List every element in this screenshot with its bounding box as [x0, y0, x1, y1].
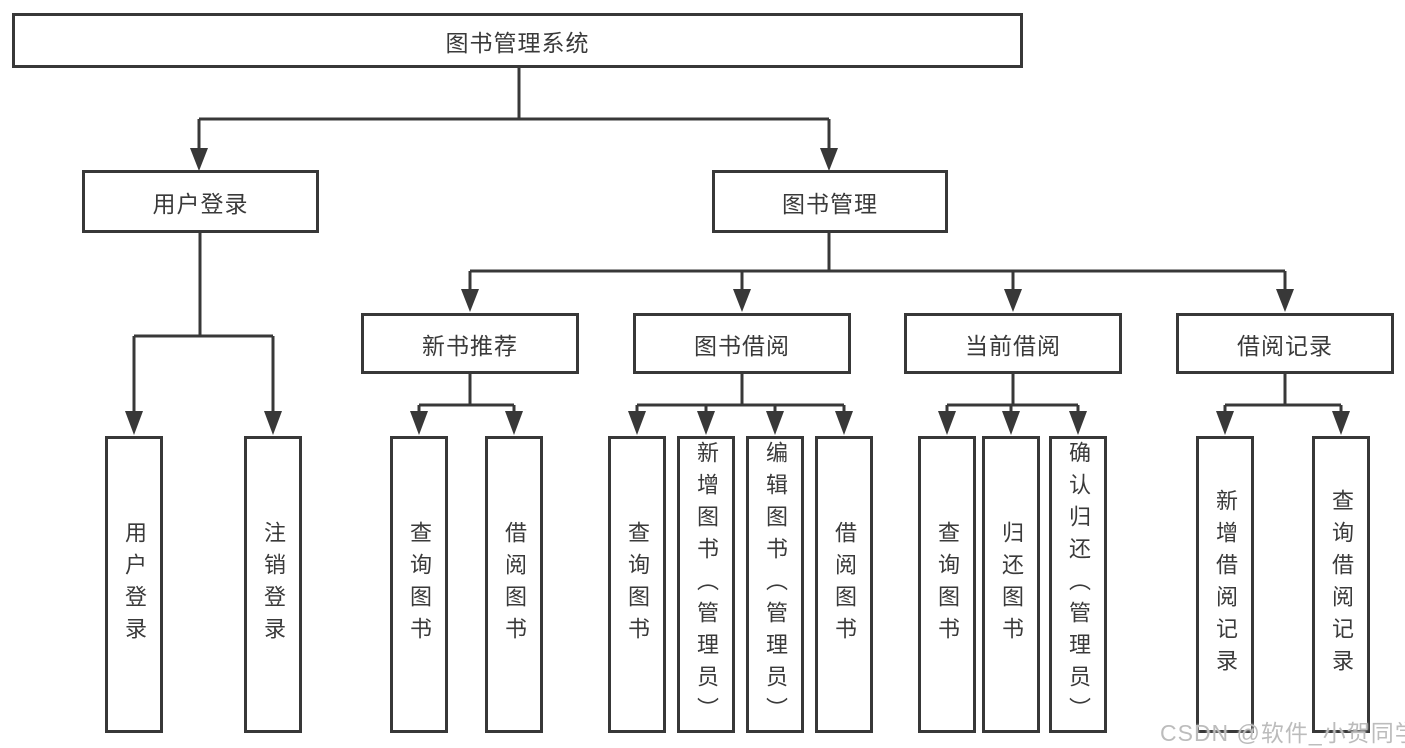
- node-label: 查询图书: [625, 520, 650, 649]
- arrow-down-icon: [190, 148, 208, 171]
- leaf-borrowing-borrow-books: 借阅图书: [815, 436, 873, 733]
- leaf-current-return-books: 归还图书: [982, 436, 1040, 733]
- node-label: 注销登录: [261, 520, 286, 649]
- node-label: 图书管理系统: [445, 29, 590, 56]
- node-root-book-management-system: 图书管理系统: [12, 13, 1023, 68]
- node-current-borrowing: 当前借阅: [904, 313, 1122, 374]
- arrow-down-icon: [410, 411, 428, 435]
- leaf-records-query-record: 查询借阅记录: [1312, 436, 1370, 733]
- arrow-down-icon: [766, 411, 784, 435]
- arrow-down-icon: [1332, 411, 1350, 435]
- arrow-down-icon: [1216, 411, 1234, 435]
- arrow-down-icon: [125, 411, 143, 435]
- arrow-down-icon: [938, 411, 956, 435]
- arrow-down-icon: [1276, 289, 1294, 312]
- leaf-current-query-books: 查询图书: [918, 436, 976, 733]
- connector-borrowing-to-leaves: [635, 374, 846, 413]
- node-label: 借阅图书: [502, 520, 527, 649]
- csdn-watermark: CSDN @软件_小贺同学: [1160, 720, 1405, 746]
- connector-root-to-level2: [197, 68, 831, 150]
- arrow-down-icon: [1002, 411, 1020, 435]
- node-label: 查询图书: [407, 520, 432, 649]
- arrow-down-icon: [820, 148, 838, 171]
- arrow-down-icon: [733, 289, 751, 312]
- leaf-current-confirm-return-admin: 确认归还（管理员）: [1049, 436, 1107, 733]
- arrow-down-icon: [1004, 289, 1022, 312]
- node-book-management: 图书管理: [712, 170, 948, 233]
- leaf-borrowing-add-books-admin: 新增图书（管理员）: [677, 436, 735, 733]
- arrow-down-icon: [835, 411, 853, 435]
- connector-user-login-to-leaves: [132, 233, 275, 413]
- node-user-login: 用户登录: [82, 170, 319, 233]
- node-label: 确认归还（管理员）: [1066, 440, 1091, 729]
- node-label: 新增图书（管理员）: [694, 440, 719, 729]
- leaf-new-books-query-books: 查询图书: [390, 436, 448, 733]
- node-borrowing-records: 借阅记录: [1176, 313, 1394, 374]
- leaf-new-books-borrow-books: 借阅图书: [485, 436, 543, 733]
- node-book-borrowing: 图书借阅: [633, 313, 851, 374]
- arrow-down-icon: [1069, 411, 1087, 435]
- node-label: 用户登录: [152, 190, 249, 217]
- leaf-logout: 注销登录: [244, 436, 302, 733]
- node-label: 用户登录: [122, 520, 147, 649]
- arrow-down-icon: [264, 411, 282, 435]
- node-label: 图书管理: [782, 190, 878, 217]
- connector-book-mgmt-to-level3: [468, 233, 1287, 290]
- leaf-user-login: 用户登录: [105, 436, 163, 733]
- connector-records-to-leaves: [1223, 374, 1343, 413]
- node-label: 查询图书: [935, 520, 960, 649]
- arrow-down-icon: [461, 289, 479, 312]
- node-label: 归还图书: [999, 520, 1024, 649]
- connector-new-books-to-leaves: [417, 374, 516, 413]
- node-label: 图书借阅: [694, 332, 790, 359]
- arrow-down-icon: [505, 411, 523, 435]
- node-label: 编辑图书（管理员）: [763, 440, 788, 729]
- arrow-down-icon: [697, 411, 715, 435]
- node-label: 当前借阅: [965, 332, 1061, 359]
- node-label: 借阅图书: [832, 520, 857, 649]
- leaf-borrowing-edit-books-admin: 编辑图书（管理员）: [746, 436, 804, 733]
- arrow-down-icon: [628, 411, 646, 435]
- leaf-records-add-record: 新增借阅记录: [1196, 436, 1254, 733]
- node-label: 查询借阅记录: [1329, 488, 1354, 681]
- node-label: 新书推荐: [422, 332, 518, 359]
- node-label: 新增借阅记录: [1213, 488, 1238, 681]
- leaf-borrowing-query-books: 查询图书: [608, 436, 666, 733]
- connector-current-to-leaves: [945, 374, 1080, 413]
- node-label: 借阅记录: [1237, 332, 1333, 359]
- node-new-book-recommend: 新书推荐: [361, 313, 579, 374]
